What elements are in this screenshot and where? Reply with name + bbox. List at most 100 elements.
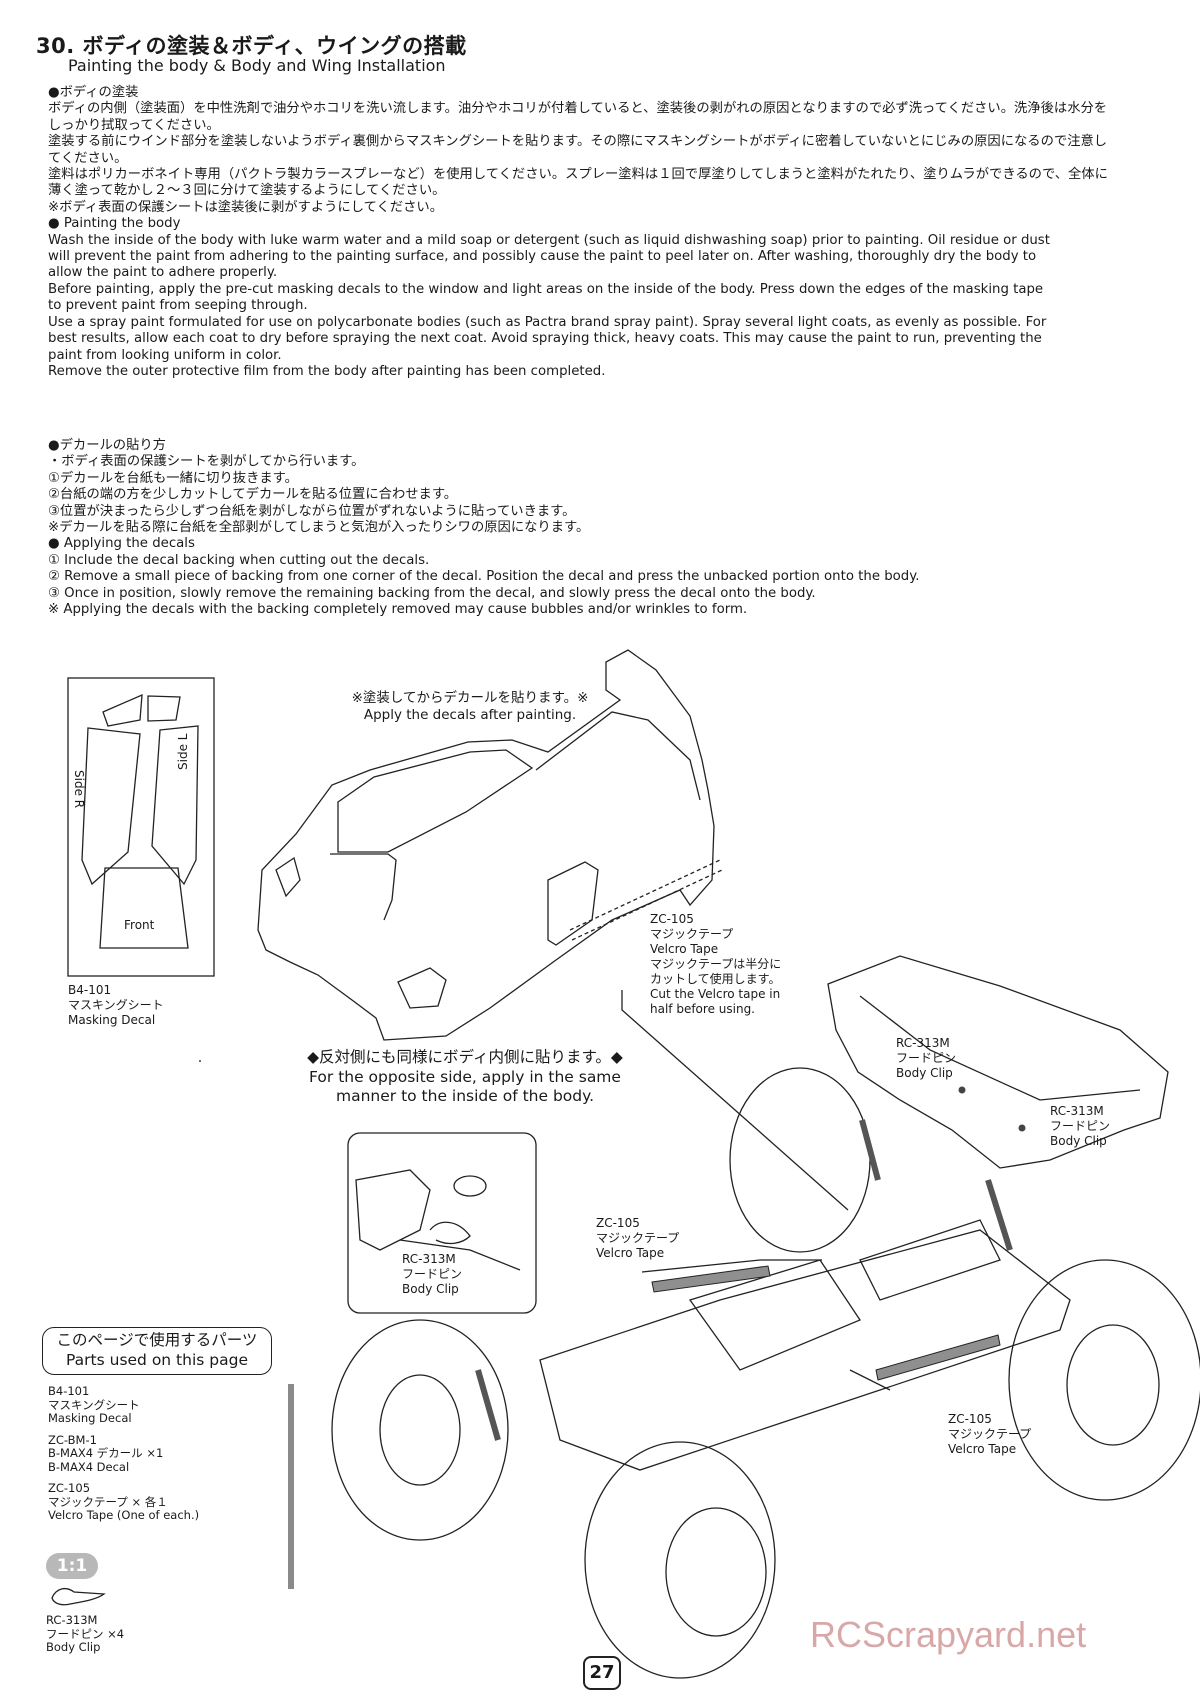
rear-wing	[827, 955, 1169, 1169]
painting-jp-line: ※ボディ表面の保護シートは塗装後に剥がすようにしてください。	[48, 199, 444, 215]
part-code: ZC-105	[650, 912, 694, 926]
opposite-side-note: ◆反対側にも同様にボディ内側に貼ります。◆ For the opposite s…	[290, 1048, 640, 1107]
velcro-callout-low: ZC-105 マジックテープ Velcro Tape	[948, 1412, 1031, 1457]
leader-line	[849, 1369, 891, 1391]
inset-detail-box	[347, 1132, 537, 1314]
painting-en-heading: ● Painting the body	[48, 216, 181, 232]
body-clip-callout-inset: RC-313M フードピン Body Clip	[402, 1252, 463, 1297]
watermark: RCScrapyard.net	[810, 1614, 1087, 1655]
rear-left-wheel	[729, 1067, 871, 1253]
painting-jp-line: 塗料はポリカーボネイト専用（パクトラ製カラースプレーなど）を使用してください。ス…	[48, 167, 1108, 183]
front-right-hub	[665, 1507, 767, 1637]
mask-piece-front	[99, 867, 189, 949]
masking-callout: B4-101 マスキングシート Masking Decal	[68, 983, 164, 1028]
clip-hole	[1018, 1124, 1026, 1132]
page-subtitle: Painting the body & Body and Wing Instal…	[68, 56, 446, 75]
front-shock	[475, 1369, 501, 1441]
mask-piece	[147, 695, 181, 722]
velcro-callout-top: ZC-105 マジックテープ Velcro Tape マジックテープは半分に カ…	[650, 912, 781, 1017]
decals-jp-line: ①デカールを台紙も一緒に切り抜きます。	[48, 470, 298, 486]
part-code: RC-313M	[402, 1252, 456, 1266]
mask-label-front: Front	[124, 918, 155, 932]
velcro-note-en: half before using.	[650, 1002, 755, 1016]
decals-jp-heading: ●デカールの貼り方	[48, 438, 166, 453]
part-name-en: Masking Decal	[48, 1411, 132, 1425]
painting-en-line: to prevent paint from seeping through.	[48, 298, 308, 314]
mask-label-side-l: Side L	[176, 733, 190, 770]
painting-en-line: paint from looking uniform in color.	[48, 347, 282, 363]
mask-label-side-r: Side R	[72, 770, 86, 809]
chassis-plate	[539, 1229, 1071, 1471]
part-code: RC-313M	[1050, 1104, 1104, 1118]
painting-en-line: allow the paint to adhere properly.	[48, 265, 278, 281]
body-clip-callout: RC-313M フードピン Body Clip	[896, 1036, 956, 1081]
dot	[199, 1060, 201, 1062]
part-name-jp: マスキングシート	[48, 1397, 140, 1412]
chassis-detail	[859, 1219, 1001, 1301]
part-name-jp: マジックテープ × 各１	[48, 1494, 168, 1509]
mask-piece-side-r	[81, 727, 141, 886]
body-line	[330, 853, 397, 921]
page-title: 30. ボディの塗装＆ボディ、ウイングの搭載	[36, 34, 467, 58]
part-code: B4-101	[48, 1384, 90, 1398]
opposite-note-en: manner to the inside of the body.	[335, 1087, 595, 1105]
decals-en-line: ② Remove a small piece of backing from o…	[48, 569, 920, 585]
clip-hole	[958, 1086, 966, 1094]
part-code: B4-101	[68, 983, 112, 997]
part-name-en: Body Clip	[1050, 1134, 1107, 1148]
velcro-note-jp: カットして使用します。	[650, 972, 781, 986]
part-name-en: Velcro Tape (One of each.)	[48, 1508, 200, 1522]
decal-note: ※塗装してからデカールを貼ります。※ Apply the decals afte…	[330, 690, 610, 724]
painting-jp-line: てください。	[48, 150, 128, 166]
part-code: ZC-105	[948, 1412, 992, 1426]
leader-line	[641, 1259, 822, 1273]
rear-right-wheel	[1008, 1259, 1200, 1501]
painting-en-line: Before painting, apply the pre-cut maski…	[48, 281, 1044, 297]
headlight	[275, 856, 301, 898]
part-name-en: Masking Decal	[68, 1013, 156, 1027]
chassis-motor	[688, 1259, 861, 1371]
part-name-jp: フードピン	[1050, 1119, 1111, 1133]
body-shell	[257, 649, 715, 1041]
decals-en-line: ③ Once in position, slowly remove the re…	[48, 585, 816, 601]
painting-jp-line: 塗装する前にウインド部分を塗装しないようボディ裏側からマスキングシートを貼ります…	[48, 134, 1108, 150]
inset-detail	[399, 1239, 521, 1271]
painting-jp-heading: ●ボディの塗装	[48, 85, 139, 100]
decals-jp-line: ③位置が決まったら少しずつ台紙を剥がしながら位置がずれないように貼っていきます。	[48, 503, 576, 519]
velcro-note-jp: マジックテープは半分に	[650, 957, 782, 971]
masking-sheet	[67, 677, 215, 977]
side-window	[547, 861, 599, 946]
mask-piece-side-l	[151, 725, 199, 886]
headlight	[397, 967, 447, 1009]
parts-item: RC-313M フードピン ×4 Body Clip	[46, 1613, 124, 1655]
leader-line	[621, 990, 849, 1211]
inset-detail	[355, 1169, 431, 1251]
parts-box-en: Parts used on this page	[66, 1351, 248, 1369]
parts-used-box: このページで使用するパーツ Parts used on this page	[42, 1327, 272, 1375]
part-name-en: Body Clip	[402, 1282, 459, 1296]
decals-en-line: ① Include the decal backing when cutting…	[48, 552, 430, 568]
parts-divider	[288, 1384, 294, 1589]
part-name-jp: フードピン	[402, 1267, 463, 1281]
part-name-jp: マジックテープ	[650, 927, 734, 941]
rear-shock	[985, 1179, 1013, 1251]
decal-note-en: Apply the decals after painting.	[363, 707, 577, 723]
part-name-en: Body Clip	[896, 1066, 953, 1080]
decals-jp-line: ・ボディ表面の保護シートを剥がしてから行います。	[48, 454, 365, 470]
body-clip-callout: RC-313M フードピン Body Clip	[1050, 1104, 1110, 1149]
velcro-callout-mid: ZC-105 マジックテープ Velcro Tape	[596, 1216, 679, 1261]
painting-en-line: Wash the inside of the body with luke wa…	[48, 232, 1050, 248]
painting-section: ●ボディの塗装 ボディの内側（塗装面）を中性洗剤で油分やホコリを洗い流します。油…	[48, 85, 1148, 380]
rear-right-hub	[1066, 1324, 1160, 1446]
velcro-strip	[651, 1265, 771, 1293]
part-name-jp: マスキングシート	[68, 998, 164, 1012]
part-code: RC-313M	[896, 1036, 950, 1050]
body-window	[337, 749, 534, 853]
scale-badge: 1:1	[46, 1553, 98, 1579]
part-name-jp: B-MAX4 デカール ×1	[48, 1446, 164, 1460]
part-name-en: B-MAX4 Decal	[48, 1459, 130, 1474]
parts-box-jp: このページで使用するパーツ	[56, 1331, 258, 1349]
decals-section: ●デカールの貼り方 ・ボディ表面の保護シートを剥がしてから行います。 ①デカール…	[48, 438, 1148, 618]
painting-en-line: best results, allow each coat to dry bef…	[48, 331, 1042, 347]
part-name-en: Velcro Tape	[650, 942, 719, 956]
